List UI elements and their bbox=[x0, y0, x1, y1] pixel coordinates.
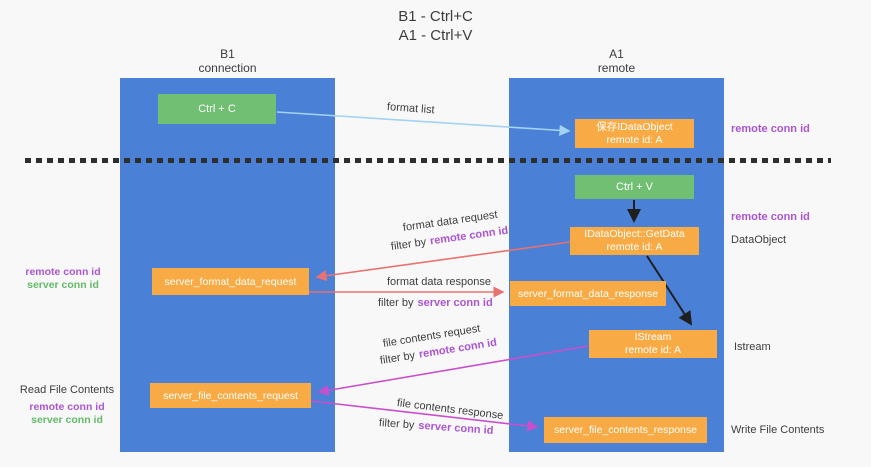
left-column-name: B1 bbox=[220, 47, 235, 61]
right-write-file-contents-label: Write File Contents bbox=[731, 424, 825, 436]
edge-label-format-list: format list bbox=[386, 101, 435, 117]
file-response-label: server_file_contents_response bbox=[553, 424, 697, 436]
file-request-label: server_file_contents_request bbox=[163, 389, 298, 402]
left-server-conn-id-mid: server conn id bbox=[27, 279, 99, 291]
edge-label-filter-server-1: filter by server conn id bbox=[378, 297, 493, 309]
server-format-data-request-node[interactable]: server_format_data_request bbox=[152, 268, 309, 295]
left-server-conn-id-bottom: server conn id bbox=[31, 414, 103, 426]
edge-label-filter-server-2: filter by server conn id bbox=[378, 417, 494, 437]
ctrl-c-node[interactable]: Ctrl + C bbox=[158, 94, 276, 124]
left-read-file-block: Read File Contents remote conn id server… bbox=[14, 384, 120, 427]
right-column-header: A1 remote bbox=[509, 47, 724, 75]
diagram-title: B1 - Ctrl+C A1 - Ctrl+V bbox=[0, 7, 871, 45]
idataobject-getdata-node[interactable]: IDataObject::GetData remote id: A bbox=[570, 227, 699, 255]
istream-line2: remote id: A bbox=[624, 344, 682, 356]
server-file-contents-response-node[interactable]: server_file_contents_response bbox=[544, 417, 707, 443]
getdata-line1: IDataObject::GetData bbox=[584, 228, 685, 240]
right-column-name: A1 bbox=[609, 47, 624, 61]
read-file-contents-label: Read File Contents bbox=[19, 384, 115, 396]
save-idataobject-line2: remote id: A bbox=[606, 133, 663, 146]
left-conn-id-block: remote conn id server conn id bbox=[18, 266, 108, 292]
format-response-label: server_format_data_response bbox=[517, 287, 659, 300]
format-request-label: server_format_data_request bbox=[164, 275, 297, 288]
save-idataobject-node[interactable]: 保存IDataObject remote id: A bbox=[575, 119, 694, 148]
left-column-header: B1 connection bbox=[120, 47, 335, 75]
left-column-subtitle: connection bbox=[198, 61, 257, 75]
istream-node[interactable]: IStream remote id: A bbox=[589, 330, 717, 358]
ctrl-v-node[interactable]: Ctrl + V bbox=[575, 175, 694, 199]
left-remote-conn-id-mid: remote conn id bbox=[25, 266, 101, 278]
title-line-2: A1 - Ctrl+V bbox=[398, 27, 473, 44]
ctrl-c-label: Ctrl + C bbox=[198, 103, 236, 115]
ctrl-v-label: Ctrl + V bbox=[616, 181, 653, 193]
right-remote-conn-id-mid: remote conn id bbox=[731, 211, 810, 223]
right-istream-label: Istream bbox=[734, 341, 771, 353]
session-divider-dashed-line bbox=[25, 158, 831, 163]
left-remote-conn-id-bottom: remote conn id bbox=[29, 401, 105, 413]
edge-label-file-contents-response: file contents response bbox=[396, 397, 504, 422]
right-column-subtitle: remote bbox=[597, 61, 636, 75]
right-remote-conn-id-top: remote conn id bbox=[731, 123, 810, 135]
server-format-data-response-node[interactable]: server_format_data_response bbox=[510, 281, 666, 306]
right-dataobject-label: DataObject bbox=[731, 234, 787, 246]
title-line-1: B1 - Ctrl+C bbox=[398, 8, 473, 25]
edge-label-format-data-response: format data response bbox=[387, 276, 491, 288]
save-idataobject-line1: 保存IDataObject bbox=[596, 120, 673, 133]
server-file-contents-request-node[interactable]: server_file_contents_request bbox=[150, 383, 311, 408]
getdata-line2: remote id: A bbox=[606, 241, 663, 253]
istream-line1: IStream bbox=[634, 331, 672, 343]
